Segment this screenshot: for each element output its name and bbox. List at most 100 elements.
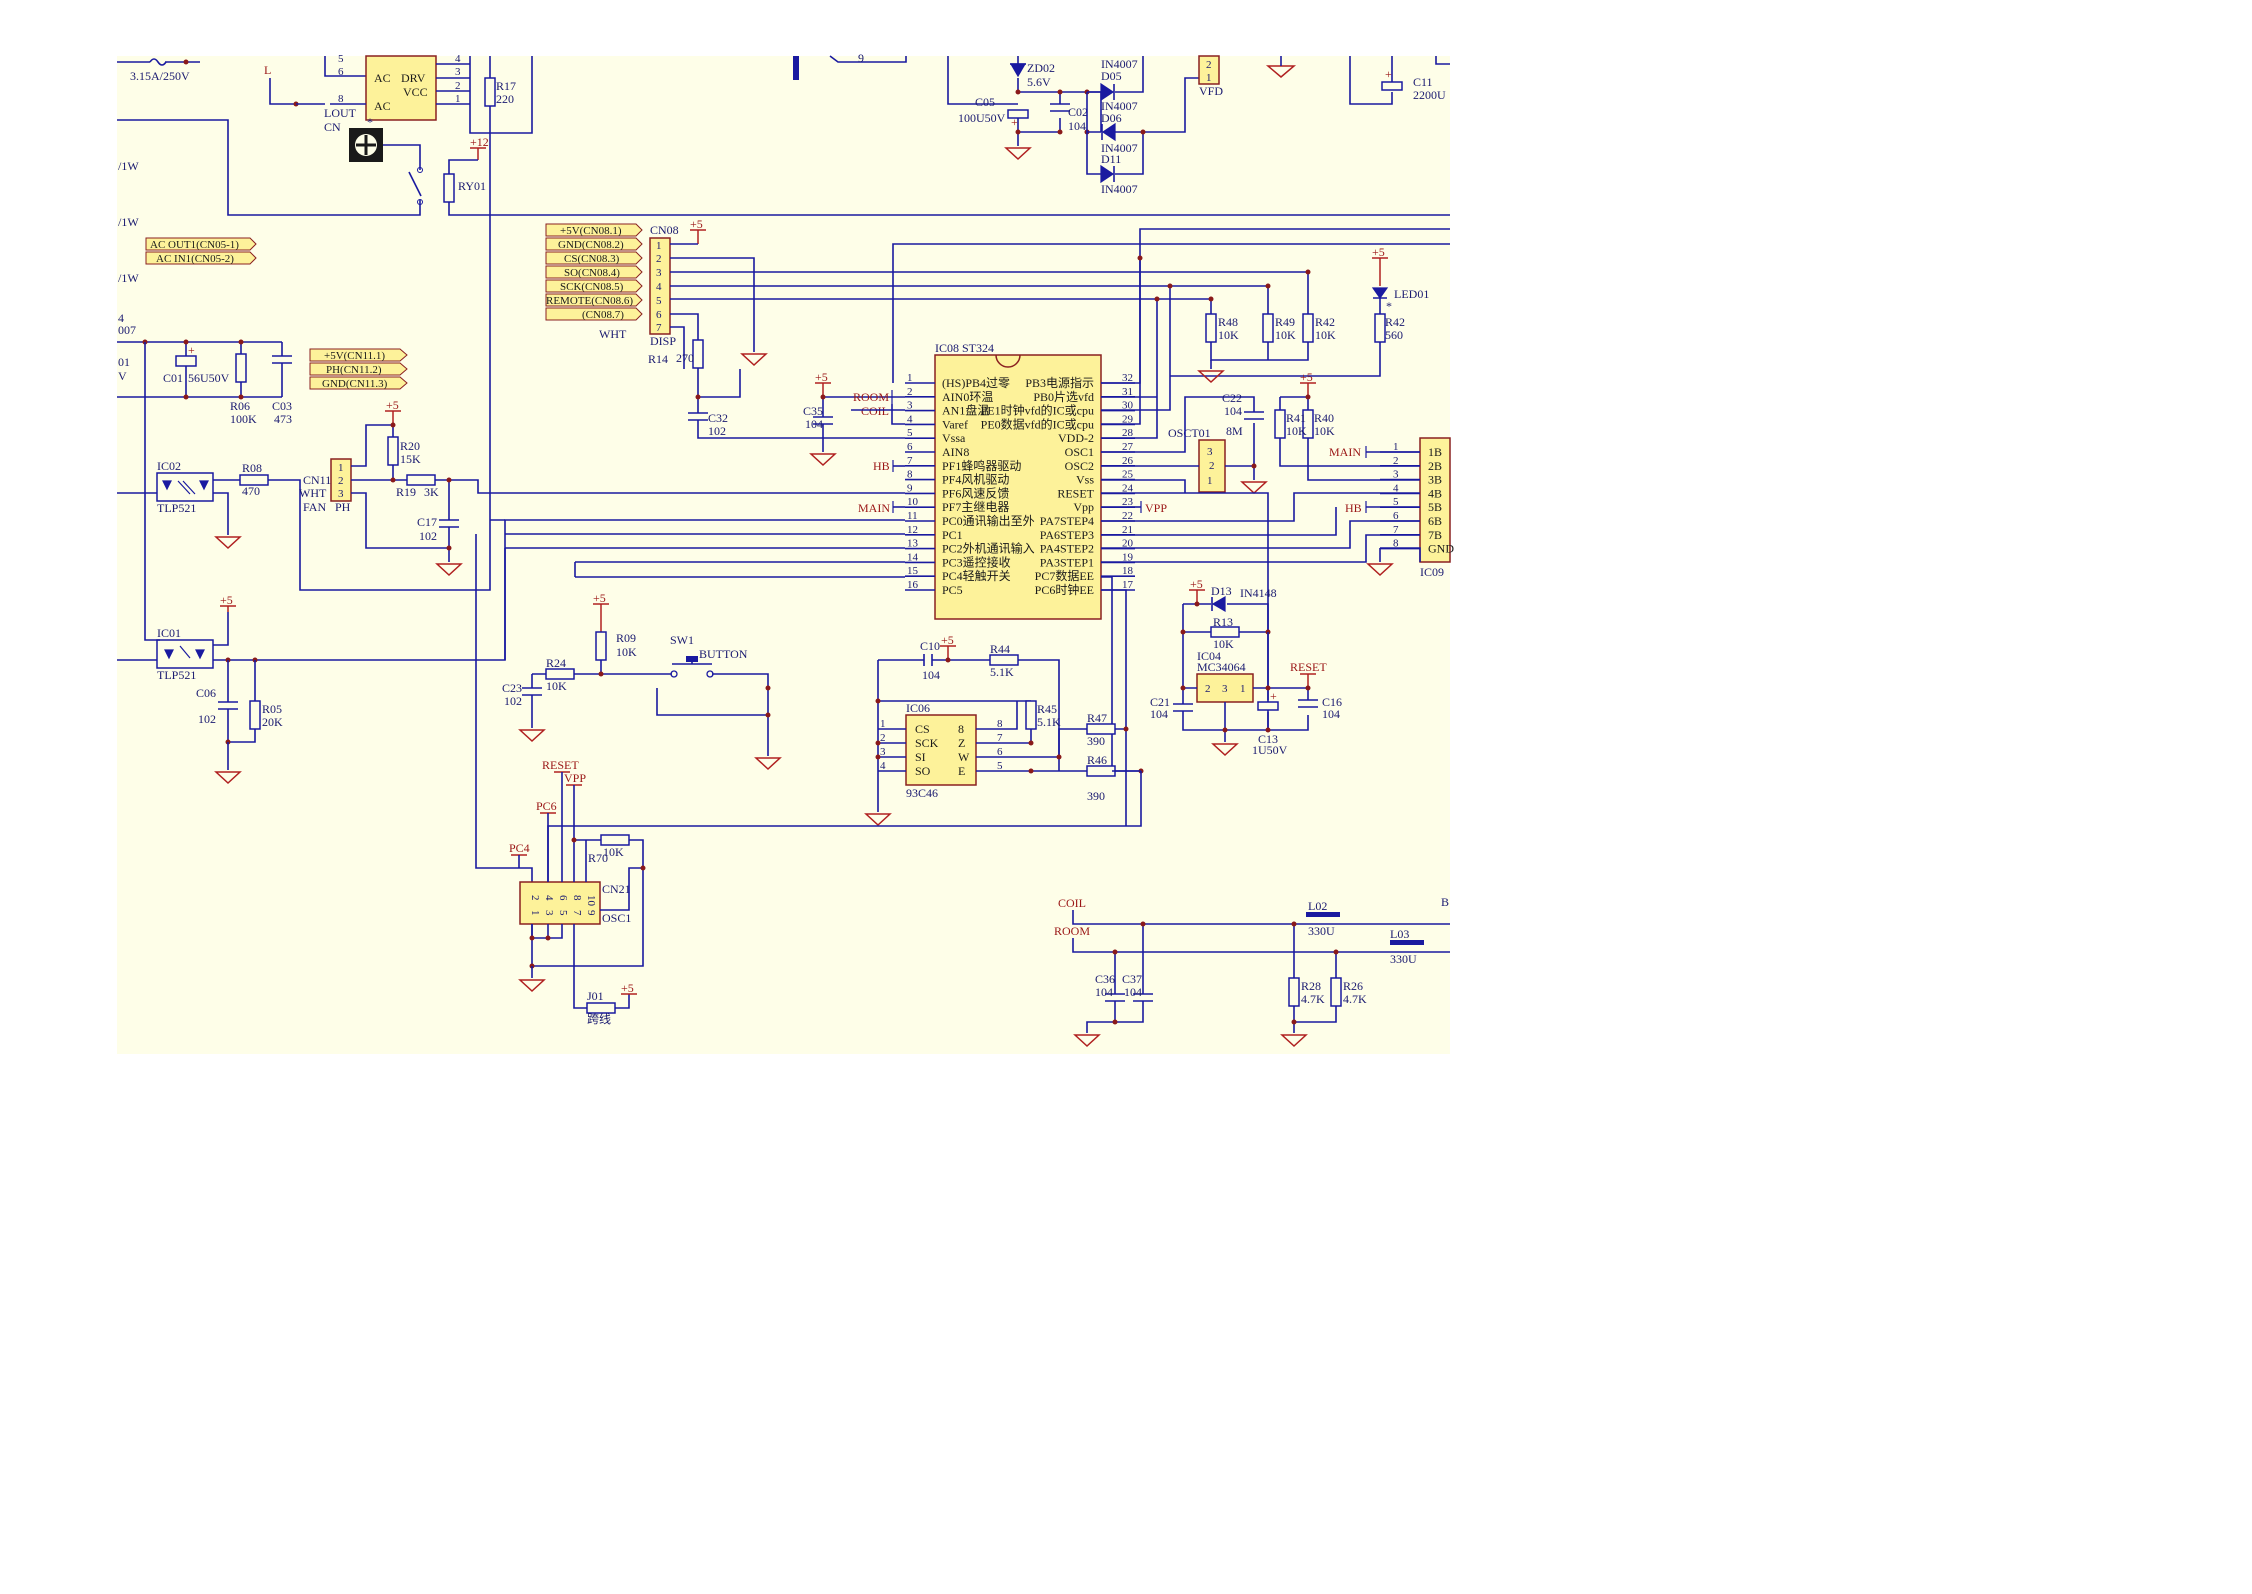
d11-part: IN4007: [1101, 182, 1138, 196]
ry01-group: +12 RY01: [443, 135, 1450, 216]
c37-value: 104: [1124, 985, 1142, 999]
ac-tags: AC OUT1(CN05-1) AC IN1(CN05-2): [145, 237, 257, 265]
ic08-right-pin-label: PA4STEP2: [1040, 542, 1094, 556]
r45-value: 5.1K: [1037, 715, 1061, 729]
ic08-right-pin-label: VDD-2: [1058, 431, 1094, 445]
cn21-bottom-pin: 7: [571, 910, 583, 916]
j01-name: J01: [587, 989, 604, 1003]
fuse-label: 3.15A/250V: [130, 69, 190, 83]
ic02-name: IC02: [157, 459, 181, 473]
ic08-left-pin-label: PC2外机通讯输入: [942, 541, 1035, 556]
c23-value: 102: [504, 694, 522, 708]
ic08-right-pin-num: 24: [1122, 482, 1134, 494]
relay-pin-1: 1: [455, 93, 461, 105]
ic08-left-pin-num: 15: [907, 565, 919, 577]
ic08-left-pin-label: PC0通讯输出至外: [942, 513, 1035, 528]
c05-name: C05: [975, 95, 995, 109]
power-filter: + C01 56U50V R06 100K C03 473: [117, 339, 292, 641]
main2-tag: MAIN: [858, 501, 890, 515]
r47-value: 390: [1087, 734, 1105, 748]
r06-value: 100K: [230, 412, 257, 426]
cn11-tag-3: GND(CN11.3): [322, 378, 388, 390]
cn08-tag-7: (CN08.7): [582, 309, 624, 321]
c22-value: 104: [1224, 404, 1242, 418]
ic06-right-label: 8: [958, 722, 964, 736]
ic06-right-label: E: [958, 764, 965, 778]
sw1-part: BUTTON: [699, 647, 748, 661]
ic08-left-pin-label: PC3遥控接收: [942, 554, 1011, 569]
ic08-left-pin-num: 12: [907, 524, 918, 536]
cn21-top-pin: 4: [543, 895, 555, 901]
cn11-fan: FAN: [303, 500, 326, 514]
osc-pin3: 3: [1207, 446, 1213, 458]
ic08-right-pin-label: PE0数据vfd的IC或cpu: [981, 416, 1094, 431]
ic08-left-pin-num: 5: [907, 427, 913, 439]
cn21-name: CN21: [602, 882, 631, 896]
led01-name: LED01: [1394, 287, 1429, 301]
ic04-part: MC34064: [1197, 660, 1246, 674]
c21-name: C21: [1150, 695, 1170, 709]
ic08-right-pin-num: 21: [1122, 524, 1133, 536]
ic09-pin-num: 3: [1393, 469, 1399, 481]
ic01-plus5: +5: [220, 593, 233, 607]
c36-value: 104: [1095, 985, 1113, 999]
r26-value: 4.7K: [1343, 992, 1367, 1006]
ic06-left-label: SI: [915, 750, 926, 764]
ic08-right-pin-num: 25: [1122, 469, 1134, 481]
c13-value: 1U50V: [1252, 743, 1288, 757]
ic08-right-pin-label: OSC2: [1065, 459, 1094, 473]
plus12-label: +12: [470, 135, 489, 149]
left-r3: /1W: [118, 271, 139, 285]
cn08-tag-5: SCK(CN08.5): [560, 281, 624, 293]
ic06-right-num: 7: [997, 732, 1003, 744]
r40-name: R40: [1314, 411, 1334, 425]
cn21-osc1: OSC1: [602, 911, 631, 925]
r17-group: R17 220: [484, 56, 516, 480]
r70-value: 10K: [603, 845, 624, 859]
ic06-left-num: 4: [880, 760, 886, 772]
r47-name: R47: [1087, 711, 1107, 725]
c03-name: C03: [272, 399, 292, 413]
ic01-optocoupler: IC01 TLP521 +5 C06 102 R05 20K: [117, 519, 905, 785]
led-plus5: +5: [1372, 245, 1385, 259]
ic08-left-pin-num: 16: [907, 579, 919, 591]
cn08-pin7: 7: [656, 322, 662, 334]
ic06-left-label: CS: [915, 722, 930, 736]
cn11-tag-1: +5V(CN11.1): [324, 350, 385, 362]
c06-value: 102: [198, 712, 216, 726]
zd02-name: ZD02: [1027, 61, 1055, 75]
ic08-left-pin-num: 14: [907, 551, 919, 563]
ic09-pin-label: 3B: [1428, 473, 1442, 487]
j01-plus5: +5: [621, 981, 634, 995]
ic08-left-pin-label: AIN8: [942, 445, 969, 459]
c35-value: 104: [805, 417, 823, 431]
ic09-pin-num: 7: [1393, 524, 1399, 536]
cn11-wht: WHT: [299, 486, 327, 500]
cn11-ph: PH: [335, 500, 351, 514]
r13-name: R13: [1213, 615, 1233, 629]
r20-name: R20: [400, 439, 420, 453]
ac-out-tag: AC OUT1(CN05-1): [150, 239, 239, 251]
ic08-right-pin-num: 17: [1122, 579, 1134, 591]
cn21-bottom-pin: 1: [529, 910, 541, 916]
ic08-left-pin-label: AN1盘温: [942, 403, 989, 418]
l03-value: 330U: [1390, 952, 1417, 966]
ic08-left-pin-num: 10: [907, 496, 919, 508]
power-supply: ZD02 5.6V + C05 100U50V C02 104 IN4007 D…: [793, 51, 1450, 196]
c11-name: C11: [1413, 75, 1433, 89]
c35-name: C35: [803, 404, 823, 418]
relay-pin-5: 5: [338, 53, 344, 65]
ic08-left-pin-num: 6: [907, 441, 913, 453]
cn11-pin1: 1: [338, 462, 344, 474]
ic08-left-pin-label: Vssa: [942, 431, 966, 445]
osc-name: OSCT01: [1168, 426, 1211, 440]
r46-name: R46: [1087, 753, 1107, 767]
d06-name: D06: [1101, 111, 1122, 125]
r08-value: 470: [242, 484, 260, 498]
left-007: 007: [118, 323, 136, 337]
c03-value: 473: [274, 412, 292, 426]
ic09-pin-label: 5B: [1428, 500, 1442, 514]
cn08-tag-4: SO(CN08.4): [564, 267, 620, 279]
osc-pin2: 2: [1209, 460, 1215, 472]
r40-value: 10K: [1314, 424, 1335, 438]
